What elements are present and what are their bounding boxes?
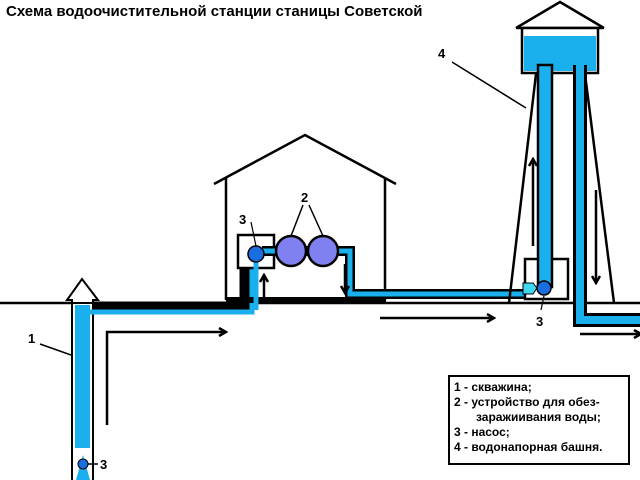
tower-pump-icon — [536, 280, 552, 296]
legend-item: 3 - насос; — [454, 425, 510, 439]
callout-house-pump: 3 — [239, 212, 246, 227]
legend-item: 2 - устройство для обез- — [454, 395, 600, 409]
well — [65, 277, 101, 480]
well-pump-icon — [77, 458, 89, 470]
pipe-well-to-house — [90, 262, 255, 315]
water-tower — [451, 0, 640, 327]
callout-well-pump: 3 — [100, 457, 107, 472]
legend-item: 4 - водонапорная башня. — [454, 440, 603, 454]
disinfector-1 — [274, 234, 308, 268]
legend-item: заражиивания воды; — [476, 410, 601, 424]
callout-tower: 4 — [438, 46, 446, 61]
disinfector-2 — [306, 234, 340, 268]
legend: 1 - скважина; 2 - устройство для обез- з… — [448, 375, 630, 465]
flow-arrow-well — [105, 332, 225, 425]
treatment-house — [213, 133, 528, 310]
diagram-title: Схема водоочистительной станции станицы … — [6, 3, 423, 20]
tower-nozzle-icon — [522, 282, 538, 295]
callout-well: 1 — [28, 331, 35, 346]
callout-tower-pump: 3 — [536, 314, 543, 329]
legend-item: 1 - скважина; — [454, 380, 532, 394]
house-pump-icon — [247, 245, 265, 263]
callout-disinfector: 2 — [301, 190, 308, 205]
